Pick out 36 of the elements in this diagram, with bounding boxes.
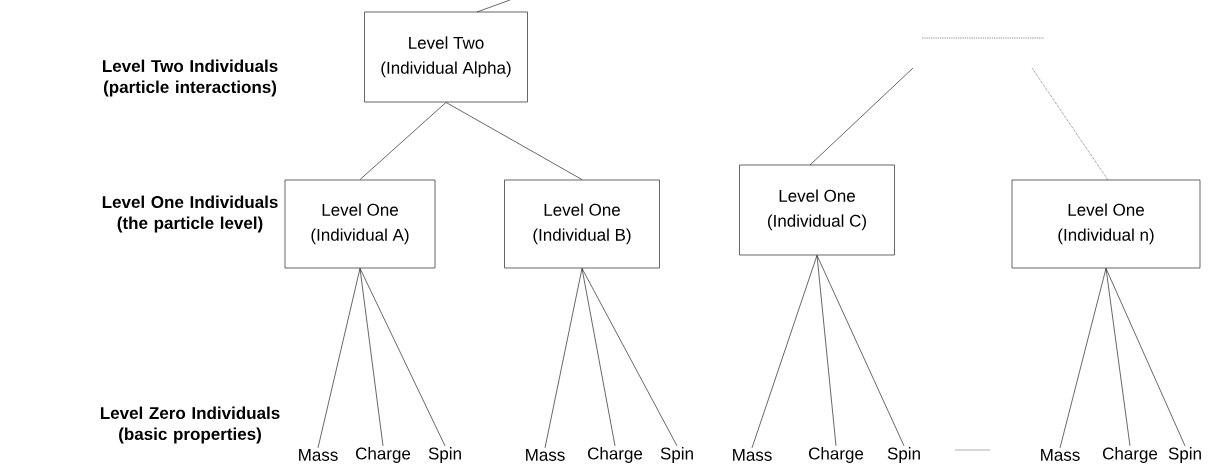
connector-line — [1059, 268, 1107, 449]
property-label: Spin — [428, 447, 461, 463]
connector-line — [581, 268, 616, 447]
property-label: Charge — [809, 447, 864, 463]
property-label: Spin — [887, 447, 920, 463]
connector-line — [1105, 268, 1131, 447]
property-label: Mass — [733, 449, 772, 461]
connector-line — [809, 67, 914, 166]
property-label: Mass — [1041, 449, 1080, 461]
property-label: Mass — [526, 449, 565, 461]
level-box: Level One (Individual C) — [739, 164, 895, 256]
connector-line — [1031, 67, 1109, 181]
level-box: Level Two (Individual Alpha) — [364, 11, 528, 103]
level-box: Level One (Individual n) — [1011, 179, 1201, 269]
connector-line — [544, 268, 583, 449]
level-heading: Level Two Individuals (particle interactions) — [103, 59, 278, 97]
connector-line — [816, 255, 837, 447]
property-label: Mass — [299, 449, 338, 461]
connector-line — [317, 268, 361, 449]
level-box: Level One (Individual B) — [504, 179, 660, 269]
level-box: Level One (Individual A) — [284, 179, 436, 269]
connector-line — [359, 268, 446, 447]
connector-line — [816, 255, 905, 447]
connector-line — [1105, 268, 1186, 447]
connector-line — [581, 268, 678, 447]
connector-line — [476, 0, 511, 13]
connector-line — [751, 255, 818, 449]
connector-line — [359, 102, 447, 180]
property-label: Spin — [1168, 447, 1201, 463]
connector-line — [359, 268, 384, 447]
connector-line — [445, 102, 583, 180]
property-label: Spin — [660, 447, 693, 463]
level-heading: Level Zero Individuals (basic properties) — [100, 406, 280, 444]
property-label: Charge — [1103, 447, 1158, 463]
property-label: Charge — [588, 447, 643, 463]
property-label: Charge — [356, 447, 411, 463]
